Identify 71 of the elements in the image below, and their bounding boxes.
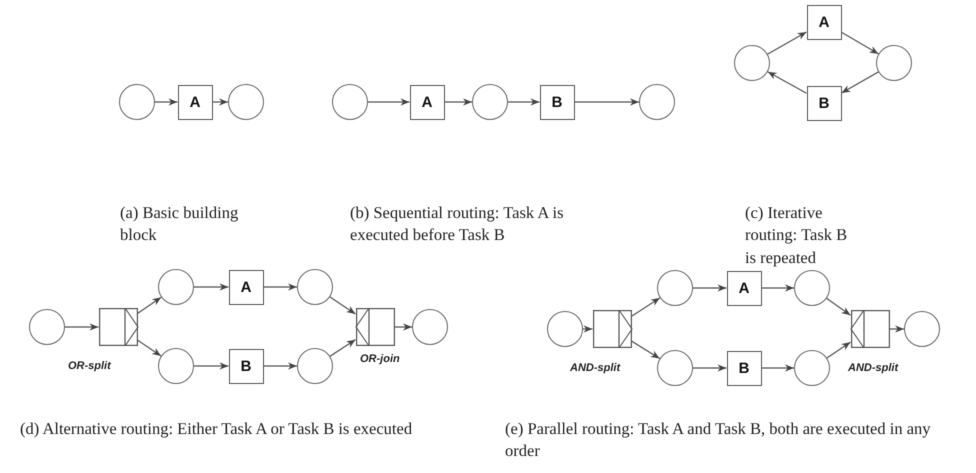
arrow bbox=[394, 323, 412, 331]
arrow bbox=[631, 340, 660, 360]
arrow bbox=[212, 98, 228, 106]
arrow bbox=[155, 98, 178, 106]
place-circle bbox=[794, 270, 830, 306]
subfigure-caption: (c) Iterative routing: Task B is repeated bbox=[745, 202, 848, 269]
gateway-label: AND-split bbox=[570, 362, 620, 374]
gateway-label: OR-join bbox=[360, 353, 400, 365]
arrow bbox=[137, 340, 162, 356]
place-circle bbox=[657, 350, 693, 386]
place-circle bbox=[876, 45, 912, 81]
task-box: B bbox=[726, 350, 762, 386]
arrow bbox=[826, 342, 851, 358]
place-circle bbox=[297, 348, 333, 384]
task-box: A bbox=[726, 270, 762, 306]
task-box: B bbox=[540, 84, 574, 120]
place-circle bbox=[639, 84, 675, 120]
gateway-label: AND-split bbox=[848, 362, 898, 374]
subfigure-caption: (d) Alternative routing: Either Task A or Task B is executed bbox=[20, 418, 414, 440]
arrow bbox=[368, 98, 410, 106]
place-circle bbox=[794, 350, 830, 386]
subfigure-caption: (e) Parallel routing: Task A and Task B, both are executed in any order bbox=[505, 418, 932, 462]
place-circle bbox=[119, 84, 155, 120]
arrow bbox=[762, 284, 794, 292]
task-box: A bbox=[178, 84, 212, 120]
place-circle bbox=[158, 269, 194, 305]
arrow bbox=[890, 325, 904, 333]
task-box: A bbox=[410, 84, 444, 120]
arrow bbox=[693, 284, 726, 292]
place-circle bbox=[297, 269, 333, 305]
place-circle bbox=[412, 309, 448, 345]
task-box: B bbox=[806, 86, 842, 120]
arrow bbox=[65, 323, 98, 331]
arrow bbox=[767, 71, 807, 94]
split-transition bbox=[98, 308, 138, 346]
arrow bbox=[631, 297, 660, 317]
place-circle bbox=[228, 84, 264, 120]
arrow bbox=[444, 98, 472, 106]
arrow bbox=[330, 296, 356, 314]
place-circle bbox=[734, 45, 770, 81]
arrow bbox=[583, 325, 592, 333]
arrow bbox=[574, 98, 639, 106]
subfigure-caption: (a) Basic building block bbox=[120, 202, 240, 246]
place-circle bbox=[29, 309, 65, 345]
place-circle bbox=[547, 311, 583, 347]
subfigure-caption: (b) Sequential routing: Task A is executed before Task B bbox=[350, 202, 564, 246]
place-circle bbox=[158, 348, 194, 384]
place-circle bbox=[657, 270, 693, 306]
arrow bbox=[762, 364, 794, 372]
arrow bbox=[826, 298, 851, 316]
arrow bbox=[194, 362, 228, 370]
place-circle bbox=[904, 311, 940, 347]
arrow bbox=[508, 98, 540, 106]
join-transition bbox=[356, 308, 394, 346]
task-box: B bbox=[228, 348, 264, 384]
gateway-label: OR-split bbox=[68, 360, 111, 372]
place-circle bbox=[332, 84, 368, 120]
arrow bbox=[194, 283, 228, 291]
arrow bbox=[693, 364, 726, 372]
task-box: A bbox=[806, 4, 842, 40]
place-circle bbox=[472, 84, 508, 120]
arrow bbox=[330, 339, 356, 357]
task-box: A bbox=[228, 270, 264, 304]
arrow bbox=[767, 31, 807, 55]
arrow bbox=[264, 283, 297, 291]
arrow bbox=[841, 32, 879, 54]
split-transition bbox=[592, 310, 632, 348]
arrow bbox=[841, 71, 879, 94]
join-transition bbox=[850, 310, 890, 348]
arrow bbox=[137, 296, 162, 314]
arrow bbox=[264, 362, 297, 370]
